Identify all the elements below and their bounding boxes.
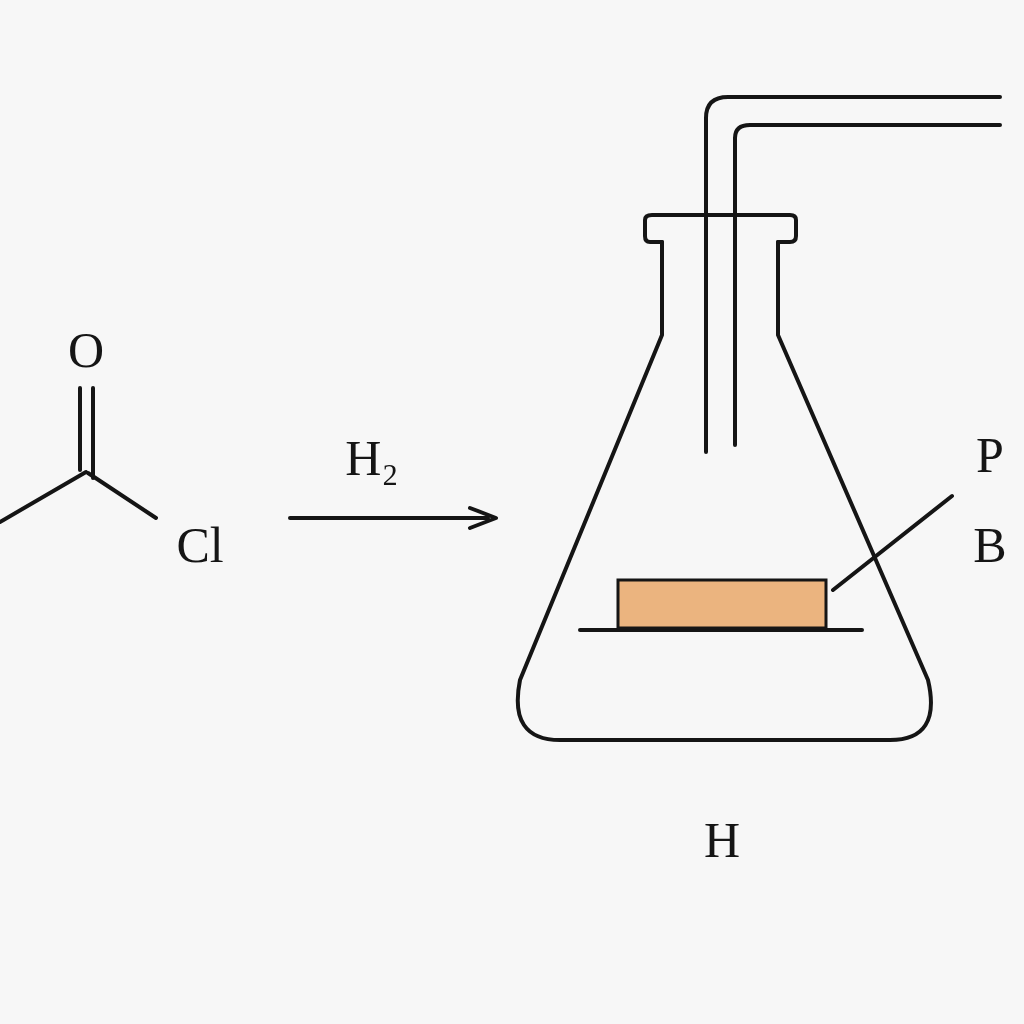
label-slot: B	[973, 520, 1006, 570]
arrow-head	[470, 508, 496, 528]
formula-label: B	[973, 517, 1006, 573]
carbonyl-bond	[91, 388, 95, 478]
formula-label: H₂	[345, 430, 399, 486]
gas-tube	[706, 97, 1000, 452]
leader-line	[833, 496, 952, 590]
chlorine-bond	[88, 473, 156, 518]
flask-body	[518, 242, 931, 740]
formula-label: P	[976, 427, 1004, 483]
label-slot: Cl	[176, 520, 223, 570]
flask-lip	[645, 215, 796, 242]
label-slot: P	[976, 430, 1004, 480]
gas-tube	[735, 125, 1000, 445]
formula-label: Cl	[176, 517, 223, 573]
label-slot: H₂	[345, 433, 399, 483]
catalyst-bed	[618, 580, 826, 628]
label-slot: O	[68, 325, 104, 375]
carbon-bond	[0, 472, 86, 522]
formula-label: H	[704, 812, 740, 868]
reaction-arrow	[290, 516, 488, 520]
label-slot: H	[704, 815, 740, 865]
formula-label: O	[68, 322, 104, 378]
carbonyl-bond	[78, 388, 82, 470]
